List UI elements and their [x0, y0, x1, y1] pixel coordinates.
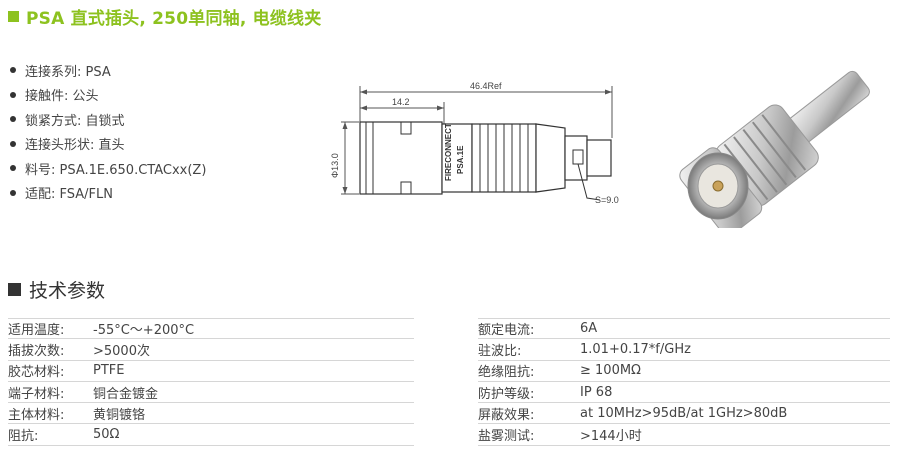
- bullet-icon: [10, 189, 16, 196]
- row-label: 盐雾测试:: [478, 429, 535, 445]
- lock-slot: [400, 181, 412, 195]
- row-value: 黄铜镀铬: [93, 407, 146, 423]
- spec-table-right: 额定电流: 6A 驻波比: 1.01+0.17*f/GHz 绝缘阻抗: ≥ 100MΩ…: [478, 318, 890, 446]
- connector-cable-clamp: [586, 139, 612, 177]
- bullet-icon: [10, 140, 16, 147]
- title-marker-icon: [8, 10, 19, 22]
- product-photo: [679, 70, 870, 228]
- photo-center-pin: [712, 180, 724, 192]
- arrow-icon: [360, 89, 367, 95]
- row-label: 防护等级:: [478, 386, 535, 402]
- arrow-icon: [342, 187, 348, 194]
- table-row: 阻抗: 50Ω: [8, 424, 414, 446]
- row-value: 铜合金镀金: [93, 386, 159, 402]
- marking-brand: FIRECONNECT: [444, 123, 453, 181]
- arrow-icon: [342, 122, 348, 129]
- page-title: PSA 直式插头, 250单同轴, 电缆线夹: [8, 4, 322, 29]
- bullet-icon: [10, 91, 16, 98]
- arrow-icon: [605, 89, 612, 95]
- row-value: ≥ 100MΩ: [580, 363, 641, 379]
- table-row: 屏蔽效果: at 10MHz>95dB/at 1GHz>80dB: [478, 403, 890, 425]
- spec-item: 适配: FSA/FLN: [8, 181, 206, 206]
- row-value: >144小时: [580, 429, 642, 445]
- row-value: 50Ω: [93, 427, 120, 443]
- table-row: 插拔次数: >5000次: [8, 339, 414, 361]
- row-value: 1.01+0.17*f/GHz: [580, 341, 691, 357]
- connector-taper: [535, 123, 566, 193]
- table-row: 驻波比: 1.01+0.17*f/GHz: [478, 339, 890, 361]
- row-label: 驻波比:: [478, 343, 522, 359]
- section-title: 技术参数: [29, 279, 106, 302]
- marking-part: PSA.1E: [456, 145, 465, 174]
- row-value: PTFE: [93, 363, 125, 379]
- row-label: 端子材料:: [8, 386, 65, 402]
- bullet-icon: [10, 116, 16, 123]
- dim-diameter-label: Φ13.0: [330, 153, 340, 178]
- spec-item: 锁紧方式: 自锁式: [8, 107, 206, 132]
- page-title-text: PSA 直式插头, 250单同轴, 电缆线夹: [26, 8, 322, 29]
- row-value: at 10MHz>95dB/at 1GHz>80dB: [580, 405, 788, 421]
- table-row: 适用温度: -55°C～+200°C: [8, 318, 414, 340]
- dim-front-label: 14.2: [392, 97, 410, 107]
- row-value: 6A: [580, 321, 598, 337]
- spec-item: 料号: PSA.1E.650.CTACxx(Z): [8, 156, 206, 181]
- bullet-icon: [10, 67, 16, 74]
- table-row: 防护等级: IP 68: [478, 382, 890, 404]
- row-label: 额定电流:: [478, 323, 535, 339]
- row-label: 胶芯材料:: [8, 365, 65, 381]
- dim-overall-label: 46.4Ref: [470, 81, 502, 91]
- spec-item: 连接系列: PSA: [8, 58, 206, 83]
- row-value: >5000次: [93, 343, 150, 359]
- row-value: IP 68: [580, 384, 613, 400]
- row-label: 适用温度:: [8, 323, 65, 339]
- technical-drawing: 46.4Ref 14.2 Φ13.0 S=9.0 FIRECONNECT PSA…: [330, 81, 619, 205]
- lock-slot: [400, 121, 412, 135]
- connector-rear-nut: [564, 135, 588, 181]
- row-value: -55°C～+200°C: [93, 323, 195, 339]
- spec-table-left: 适用温度:-55°C～+200°C 插拔次数:>5000次 胶芯材料:PTFE …: [8, 318, 414, 446]
- table-row: 盐雾测试: >144小时: [478, 424, 890, 446]
- table-row: 额定电流: 6A: [478, 318, 890, 340]
- dim-wrench-label: S=9.0: [595, 195, 619, 205]
- row-label: 插拔次数:: [8, 343, 65, 359]
- arrow-icon: [437, 105, 444, 111]
- connector-marking-section: [441, 123, 473, 193]
- table-row: 端子材料: 铜合金镀金: [8, 382, 414, 404]
- leader-line: [577, 163, 601, 201]
- section-heading: 技术参数: [8, 277, 106, 302]
- table-row: 绝缘阻抗: ≥ 100MΩ: [478, 361, 890, 382]
- bullet-icon: [10, 165, 16, 172]
- spec-item: 连接头形状: 直头: [8, 132, 206, 157]
- arrow-icon: [360, 105, 367, 111]
- spec-list: 连接系列: PSA 接触件: 公头 锁紧方式: 自锁式 连接头形状: 直头 料号…: [8, 58, 206, 205]
- row-label: 阻抗:: [8, 429, 39, 445]
- table-row: 胶芯材料: PTFE: [8, 361, 414, 382]
- row-label: 绝缘阻抗:: [478, 365, 535, 381]
- section-marker-icon: [8, 282, 21, 296]
- spec-item: 接触件: 公头: [8, 83, 206, 108]
- row-label: 屏蔽效果:: [478, 407, 535, 423]
- row-label: 主体材料:: [8, 407, 65, 423]
- table-row: 主体材料: 黄铜镀铬: [8, 403, 414, 425]
